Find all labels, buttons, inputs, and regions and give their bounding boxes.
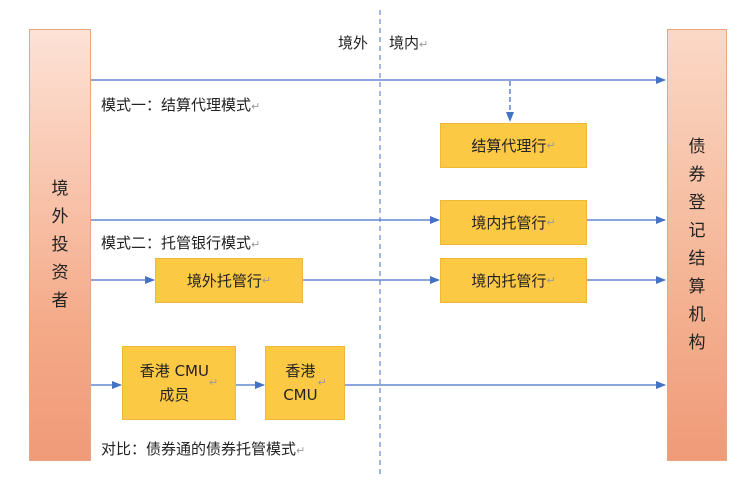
mode1-label: 模式一：结算代理模式↵	[101, 96, 261, 114]
vertical-char: 记	[688, 221, 706, 241]
onshore-custodian-box-bottom: 境内托管行↵	[440, 258, 587, 303]
compare-label: 对比：债券通的债券托管模式↵	[101, 440, 306, 458]
vertical-char: 结	[688, 249, 706, 269]
vertical-char: 构	[688, 333, 706, 353]
offshore-custodian-box: 境外托管行↵	[155, 258, 303, 303]
vertical-char: 登	[688, 193, 706, 213]
hk-cmu-box: 香港 CMU↵	[265, 346, 345, 420]
header-onshore-label: 境内↵	[389, 34, 429, 52]
vertical-char: 投	[51, 235, 69, 255]
registry-label: 债券登记结算机构	[689, 133, 706, 357]
vertical-char: 境	[51, 179, 69, 199]
vertical-char: 外	[51, 207, 69, 227]
registry-box: 债券登记结算机构	[667, 29, 727, 461]
vertical-char: 券	[688, 165, 706, 185]
settlement-agent-box: 结算代理行↵	[440, 123, 587, 168]
mode2-label: 模式二：托管银行模式↵	[101, 234, 261, 252]
vertical-char: 债	[688, 137, 706, 157]
offshore-investor-box: 境外投资者	[29, 29, 91, 461]
vertical-char: 算	[688, 277, 706, 297]
vertical-char: 机	[688, 305, 706, 325]
onshore-custodian-box-top: 境内托管行↵	[440, 200, 587, 245]
vertical-char: 者	[51, 291, 69, 311]
offshore-investor-label: 境外投资者	[52, 175, 69, 315]
cmu-member-box: 香港 CMU 成员↵	[122, 346, 236, 420]
vertical-char: 资	[51, 263, 69, 283]
header-offshore-label: 境外	[338, 34, 369, 52]
